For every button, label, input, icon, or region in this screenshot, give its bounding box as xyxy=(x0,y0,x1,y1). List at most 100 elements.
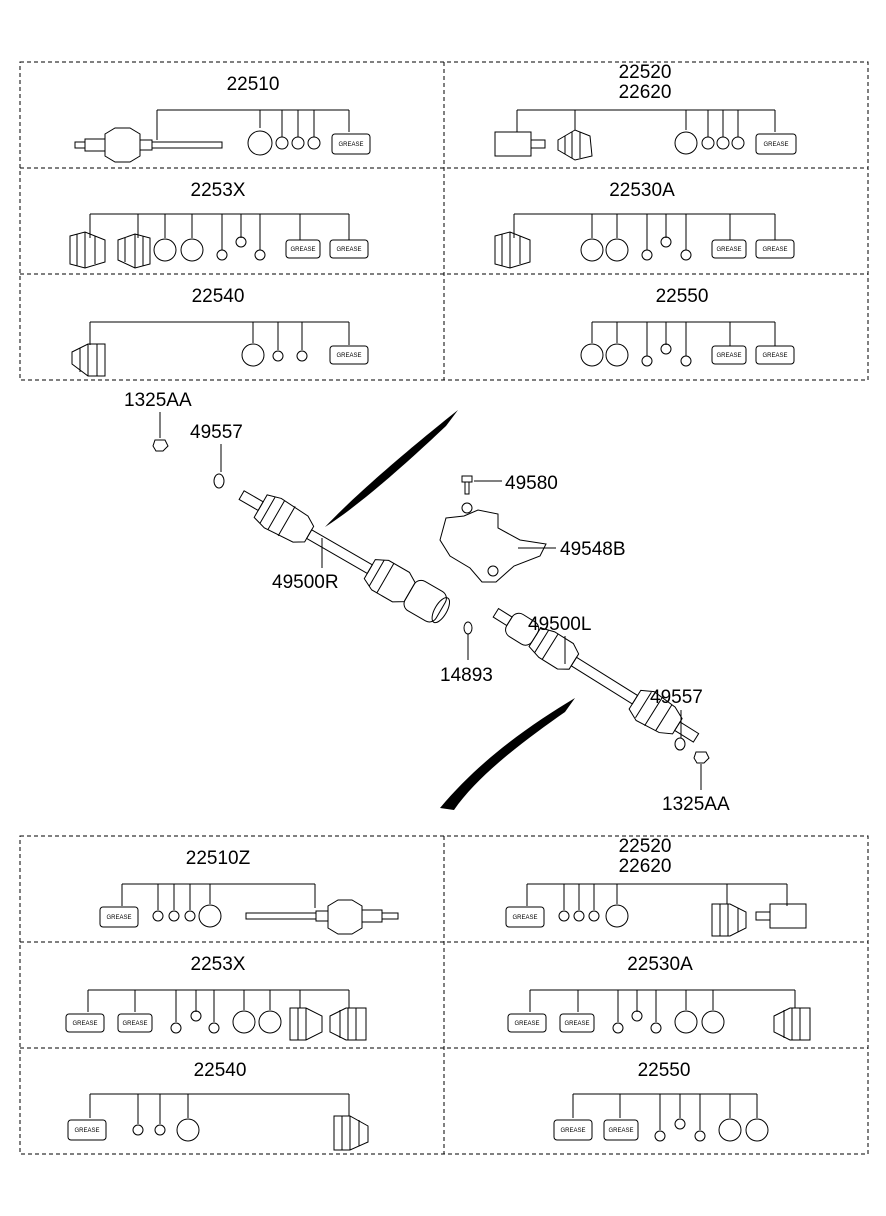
kit-panel-22550: 22550 GREASE GREASE xyxy=(580,286,795,367)
callout-bolt: 49580 xyxy=(505,473,558,494)
clip-ring-icon xyxy=(296,350,308,362)
clip-ring-icon xyxy=(190,1010,202,1022)
nut-icon xyxy=(693,751,710,764)
clip-ring-icon xyxy=(291,136,305,150)
svg-text:GREASE: GREASE xyxy=(72,1021,97,1027)
nut-icon xyxy=(152,439,169,452)
grease-tube-icon: GREASE xyxy=(329,239,369,259)
kit-label: 22550 xyxy=(656,286,709,307)
clip-ring-icon xyxy=(184,910,196,922)
boot-icon xyxy=(289,1007,323,1041)
seal-ring-icon xyxy=(176,1118,200,1142)
ring-icon xyxy=(463,621,473,635)
svg-text:GREASE: GREASE xyxy=(762,353,787,359)
clip-ring-icon xyxy=(660,343,672,355)
kit-label: 22540 xyxy=(192,286,245,307)
assembly-view: 1325AA 49557 49500R 49580 xyxy=(124,390,730,815)
kit-panel-22520-lower: 22520 22620 GREASE xyxy=(505,836,807,937)
kit-label-alt: 22620 xyxy=(619,856,672,877)
kit-panel-22530A-lower: 22530A GREASE GREASE xyxy=(507,954,811,1041)
clip-ring-icon xyxy=(650,1022,662,1034)
tripod-joint-icon xyxy=(755,903,807,929)
seal-ring-icon xyxy=(153,238,177,262)
kit-panel-22510: 22510 GREASE xyxy=(74,74,371,163)
clip-ring-icon xyxy=(680,249,692,261)
bottom-kit-grid xyxy=(19,835,869,1155)
kit-panel-22520: 22520 22620 GREASE xyxy=(494,62,797,161)
kit-label: 2253X xyxy=(191,180,246,201)
seal-ring-icon xyxy=(718,1118,742,1142)
boot-icon xyxy=(117,233,151,269)
grease-tube-icon: GREASE xyxy=(755,133,797,155)
seal-ring-icon xyxy=(605,904,629,928)
grease-tube-icon: GREASE xyxy=(285,239,321,259)
seal-ring-icon xyxy=(674,131,698,155)
grease-tube-icon: GREASE xyxy=(65,1013,105,1033)
clip-ring-icon xyxy=(641,355,653,367)
kit-label: 22550 xyxy=(638,1060,691,1081)
bolt-icon xyxy=(461,475,473,495)
clip-ring-icon xyxy=(674,1118,686,1130)
boot-icon xyxy=(69,231,106,269)
clip-ring-icon xyxy=(660,236,672,248)
direction-arrow-icon xyxy=(440,698,575,810)
svg-text:GREASE: GREASE xyxy=(608,1128,633,1134)
clip-ring-icon xyxy=(716,136,730,150)
kit-panel-22530A: 22530A GREASE GREASE xyxy=(494,180,795,269)
svg-text:GREASE: GREASE xyxy=(512,915,537,921)
kit-label: 2253X xyxy=(191,954,246,975)
svg-text:GREASE: GREASE xyxy=(336,247,361,253)
svg-text:GREASE: GREASE xyxy=(338,142,363,148)
kit-label-alt: 22620 xyxy=(619,82,672,103)
drive-shaft-right-icon xyxy=(238,490,451,624)
svg-text:GREASE: GREASE xyxy=(763,142,788,148)
clip-ring-icon xyxy=(641,249,653,261)
clip-ring-icon xyxy=(612,1022,624,1034)
clip-ring-icon xyxy=(694,1130,706,1142)
boot-icon xyxy=(711,903,747,937)
grease-tube-icon: GREASE xyxy=(755,345,795,365)
clip-ring-icon xyxy=(170,1022,182,1034)
seal-ring-icon xyxy=(580,343,604,367)
seal-ring-icon xyxy=(247,130,273,156)
clip-ring-icon xyxy=(588,910,600,922)
callout-nut-right: 1325AA xyxy=(124,390,192,411)
seal-ring-icon xyxy=(198,904,222,928)
clip-ring-icon xyxy=(168,910,180,922)
grease-tube-icon: GREASE xyxy=(711,239,747,259)
grease-tube-icon: GREASE xyxy=(505,906,545,928)
grease-tube-icon: GREASE xyxy=(755,239,795,259)
clip-ring-icon xyxy=(132,1124,144,1136)
clip-ring-icon xyxy=(573,910,585,922)
svg-text:GREASE: GREASE xyxy=(716,353,741,359)
svg-text:GREASE: GREASE xyxy=(560,1128,585,1134)
boot-icon xyxy=(329,1007,367,1041)
svg-text:GREASE: GREASE xyxy=(122,1021,147,1027)
drive-shaft-icon xyxy=(74,127,223,163)
grease-tube-icon: GREASE xyxy=(559,1013,595,1033)
washer-icon xyxy=(674,737,686,751)
clip-ring-icon xyxy=(631,1010,643,1022)
kit-label: 22540 xyxy=(194,1060,247,1081)
callout-bracket: 49548B xyxy=(560,539,626,560)
seal-ring-icon xyxy=(580,238,604,262)
svg-text:GREASE: GREASE xyxy=(514,1021,539,1027)
seal-ring-icon xyxy=(605,238,629,262)
grease-tube-icon: GREASE xyxy=(603,1119,639,1141)
kit-label: 22510Z xyxy=(186,848,251,869)
boot-icon xyxy=(333,1115,369,1151)
boot-icon xyxy=(557,129,593,161)
seal-ring-icon xyxy=(674,1010,698,1034)
kit-panel-2253X-lower: 2253X GREASE GREASE xyxy=(65,954,367,1041)
boot-icon xyxy=(494,231,531,269)
top-kit-grid xyxy=(19,61,869,381)
kit-panel-22550-lower: 22550 GREASE GREASE xyxy=(553,1060,769,1142)
tripod-joint-icon xyxy=(494,131,546,157)
clip-ring-icon xyxy=(216,249,228,261)
grease-tube-icon: GREASE xyxy=(331,133,371,155)
kit-label: 22530A xyxy=(609,180,675,201)
clip-ring-icon xyxy=(558,910,570,922)
seal-ring-icon xyxy=(258,1010,282,1034)
seal-ring-icon xyxy=(180,238,204,262)
